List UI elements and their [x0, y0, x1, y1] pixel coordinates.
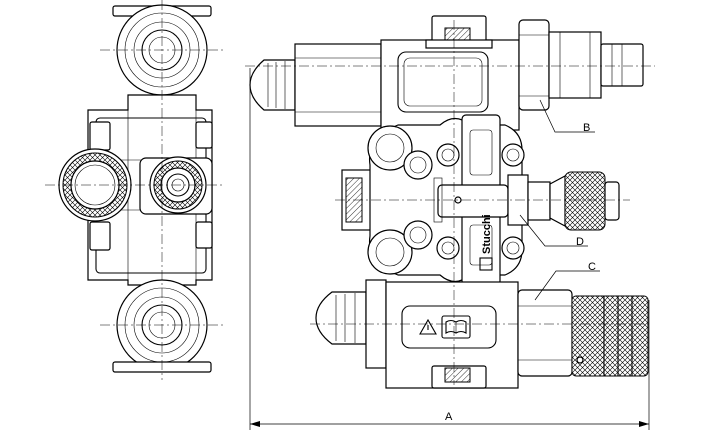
callout-b: B [539, 99, 595, 134]
callout-d: D [519, 214, 588, 248]
warning-triangle-icon [419, 318, 437, 335]
callout-c-label: C [588, 261, 596, 273]
brand-label: Stucchi [481, 214, 493, 254]
dimension-a-label: A [445, 411, 453, 423]
callout-d-label: D [576, 236, 584, 248]
callout-c: C [534, 261, 600, 301]
bottom-valve-assembly [315, 279, 649, 389]
callout-b-label: B [583, 122, 590, 134]
top-valve-assembly [249, 15, 644, 131]
side-view-center-port [139, 156, 213, 215]
manual-book-icon [441, 315, 471, 339]
dimension-a: A [249, 68, 650, 430]
front-view: Stucchi [245, 15, 655, 389]
side-view [45, 0, 225, 380]
